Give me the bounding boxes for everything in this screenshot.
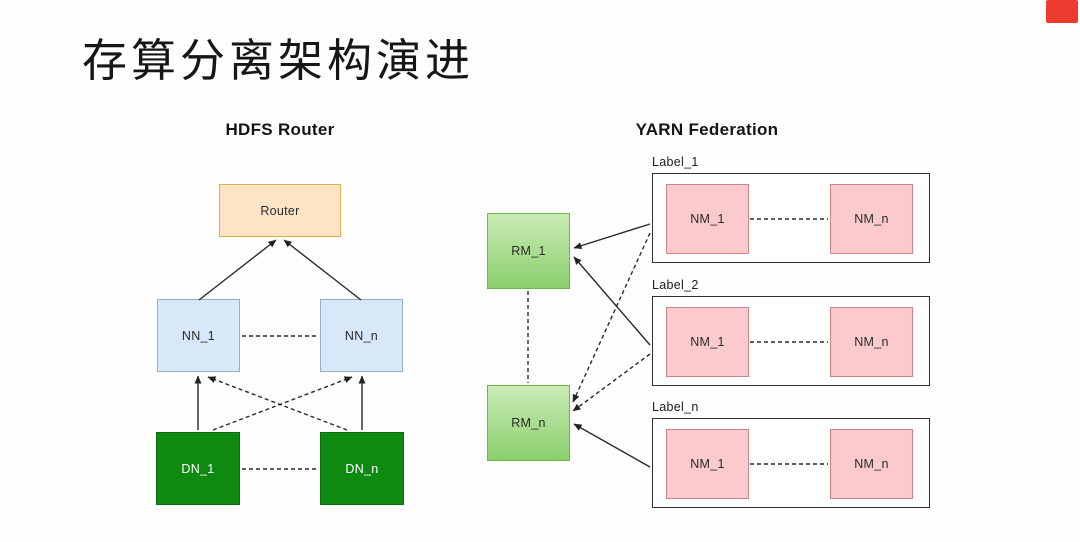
datanode-n: DN_n <box>320 432 404 505</box>
yarn-section-title: YARN Federation <box>635 120 779 139</box>
edge-dn1-nnn-dashed <box>212 376 353 431</box>
label1-nodemanager-1: NM_1 <box>666 184 749 254</box>
label1-caption: Label_1 <box>652 155 699 169</box>
labeln-nodemanager-n: NM_n <box>830 429 913 499</box>
labeln-group: NM_1 NM_n <box>652 418 930 508</box>
edge-dnn-nn1-dashed <box>207 376 348 431</box>
edge-nn1-router <box>198 239 277 301</box>
edge-label2-rm1 <box>573 256 651 346</box>
resourcemanager-n: RM_n <box>487 385 570 461</box>
label1-group: NM_1 NM_n <box>652 173 930 263</box>
resourcemanager-1: RM_1 <box>487 213 570 289</box>
corner-red-badge <box>1046 0 1078 23</box>
label1-nodemanager-n: NM_n <box>830 184 913 254</box>
labeln-caption: Label_n <box>652 400 699 414</box>
edge-label1-rm1 <box>573 223 651 250</box>
label2-group: NM_1 NM_n <box>652 296 930 386</box>
label2-nodemanager-n: NM_n <box>830 307 913 377</box>
router-node: Router <box>219 184 341 237</box>
label2-nodemanager-1: NM_1 <box>666 307 749 377</box>
label2-caption: Label_2 <box>652 278 699 292</box>
edge-label1-rmn-dashed <box>572 232 651 403</box>
edge-labeln-rmn <box>573 423 651 468</box>
edge-label2-rmn-dashed <box>572 353 651 412</box>
datanode-1: DN_1 <box>156 432 240 505</box>
namenode-1: NN_1 <box>157 299 240 372</box>
edge-nnn-router <box>283 239 362 301</box>
labeln-nodemanager-1: NM_1 <box>666 429 749 499</box>
namenode-n: NN_n <box>320 299 403 372</box>
hdfs-section-title: HDFS Router <box>225 120 335 139</box>
slide-title: 存算分离架构演进 <box>82 35 475 86</box>
